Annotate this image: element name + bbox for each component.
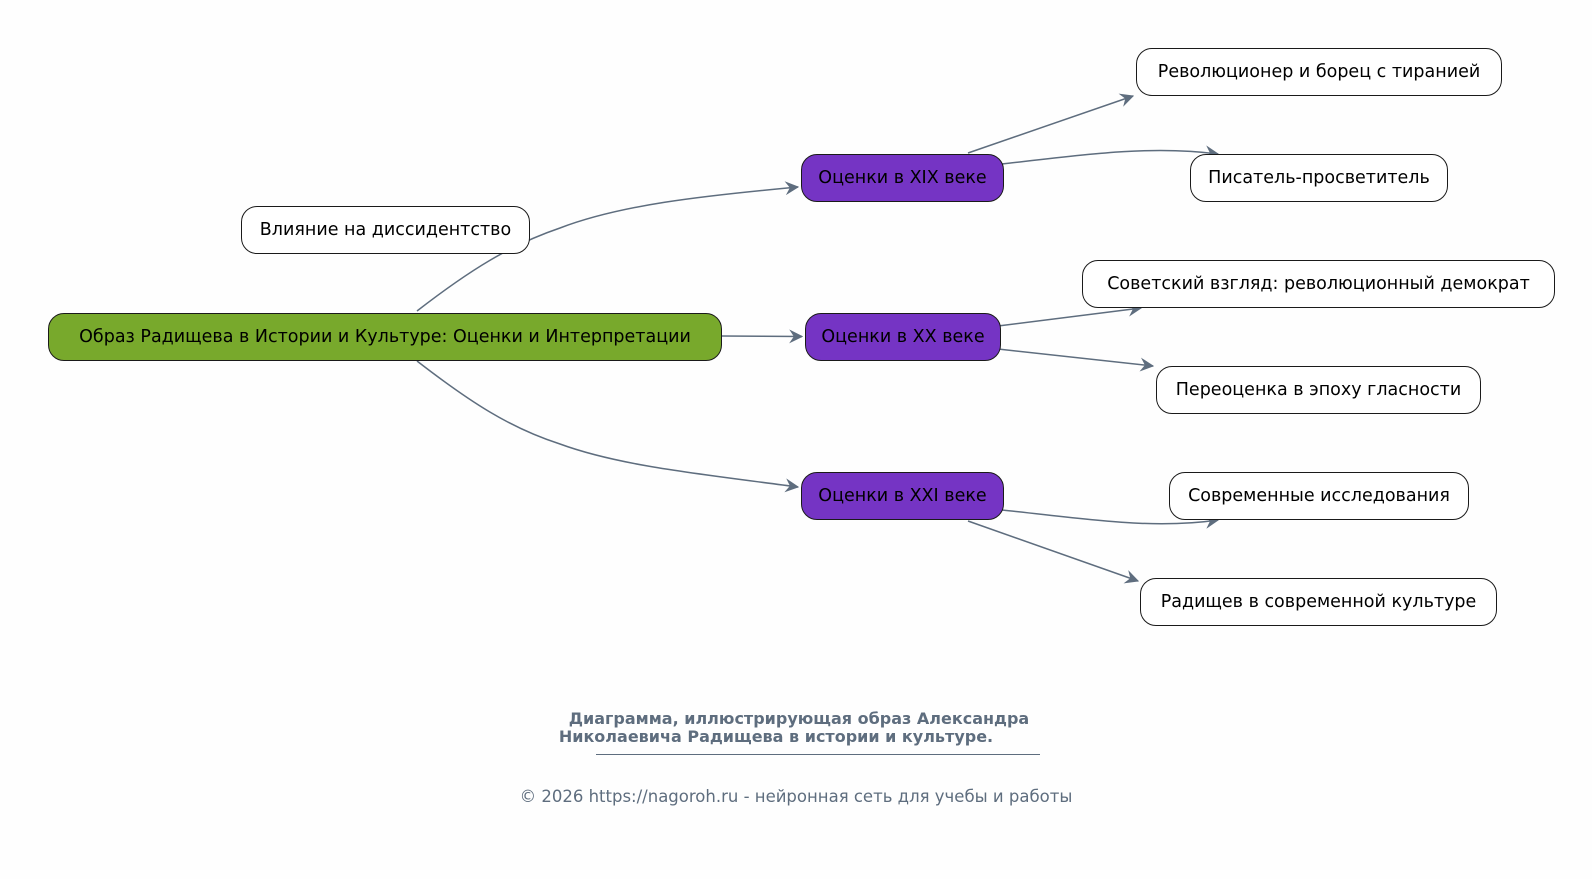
node-modern-research[interactable]: Современные исследования (1169, 472, 1469, 520)
node-label: Оценки в XXI веке (818, 486, 987, 506)
node-21st-century[interactable]: Оценки в XXI веке (801, 472, 1004, 520)
edge-c20-to-glas (997, 348, 1155, 372)
node-label: Влияние на диссидентство (259, 220, 512, 240)
edge-root-to-c20 (720, 329, 804, 344)
edge-c21-to-modern (1001, 509, 1220, 529)
node-label: Оценки в XX веке (821, 327, 985, 347)
node-label: Оценки в XIX веке (818, 168, 987, 188)
caption-line-1: Диаграмма, иллюстрирующая образ Александ… (568, 709, 1030, 728)
node-label: Переоценка в эпоху гласности (1175, 380, 1462, 400)
node-glasnost-reassessment[interactable]: Переоценка в эпоху гласности (1156, 366, 1481, 414)
caption-divider (596, 754, 1040, 755)
node-20th-century[interactable]: Оценки в XX веке (805, 313, 1001, 361)
node-revolutionary[interactable]: Революционер и борец с тиранией (1136, 48, 1502, 96)
edge-c19-to-rev (967, 93, 1135, 154)
edge-c19-to-writer (1001, 145, 1220, 165)
edge-root-to-c19 (416, 181, 800, 312)
node-label: Советский взгляд: революционный демократ (1107, 274, 1530, 294)
node-label: Радищев в современной культуре (1160, 592, 1477, 612)
caption-line-2: Николаевича Радищева в истории и культур… (558, 727, 994, 746)
node-19th-century[interactable]: Оценки в XIX веке (801, 154, 1004, 202)
node-label: Писатель-просветитель (1208, 168, 1430, 188)
node-modern-culture[interactable]: Радищев в современной культуре (1140, 578, 1497, 626)
edge-c21-to-culture (967, 520, 1140, 584)
edge-c20-to-soviet (997, 302, 1143, 327)
root-node[interactable]: Образ Радищева в Истории и Культуре: Оце… (48, 313, 722, 361)
root-node-label: Образ Радищева в Истории и Культуре: Оце… (79, 327, 691, 347)
node-writer-enlightener[interactable]: Писатель-просветитель (1190, 154, 1448, 202)
node-influence-dissidence[interactable]: Влияние на диссидентство (241, 206, 530, 254)
copyright-text: © 2026 https://nagoroh.ru - нейронная се… (519, 787, 1073, 806)
node-label: Современные исследования (1188, 486, 1450, 506)
node-soviet-view[interactable]: Советский взгляд: революционный демократ (1082, 260, 1555, 308)
diagram-caption: Диаграмма, иллюстрирующая образ Александ… (0, 710, 1592, 746)
node-label: Революционер и борец с тиранией (1157, 62, 1481, 82)
edge-root-to-c21 (416, 360, 800, 493)
